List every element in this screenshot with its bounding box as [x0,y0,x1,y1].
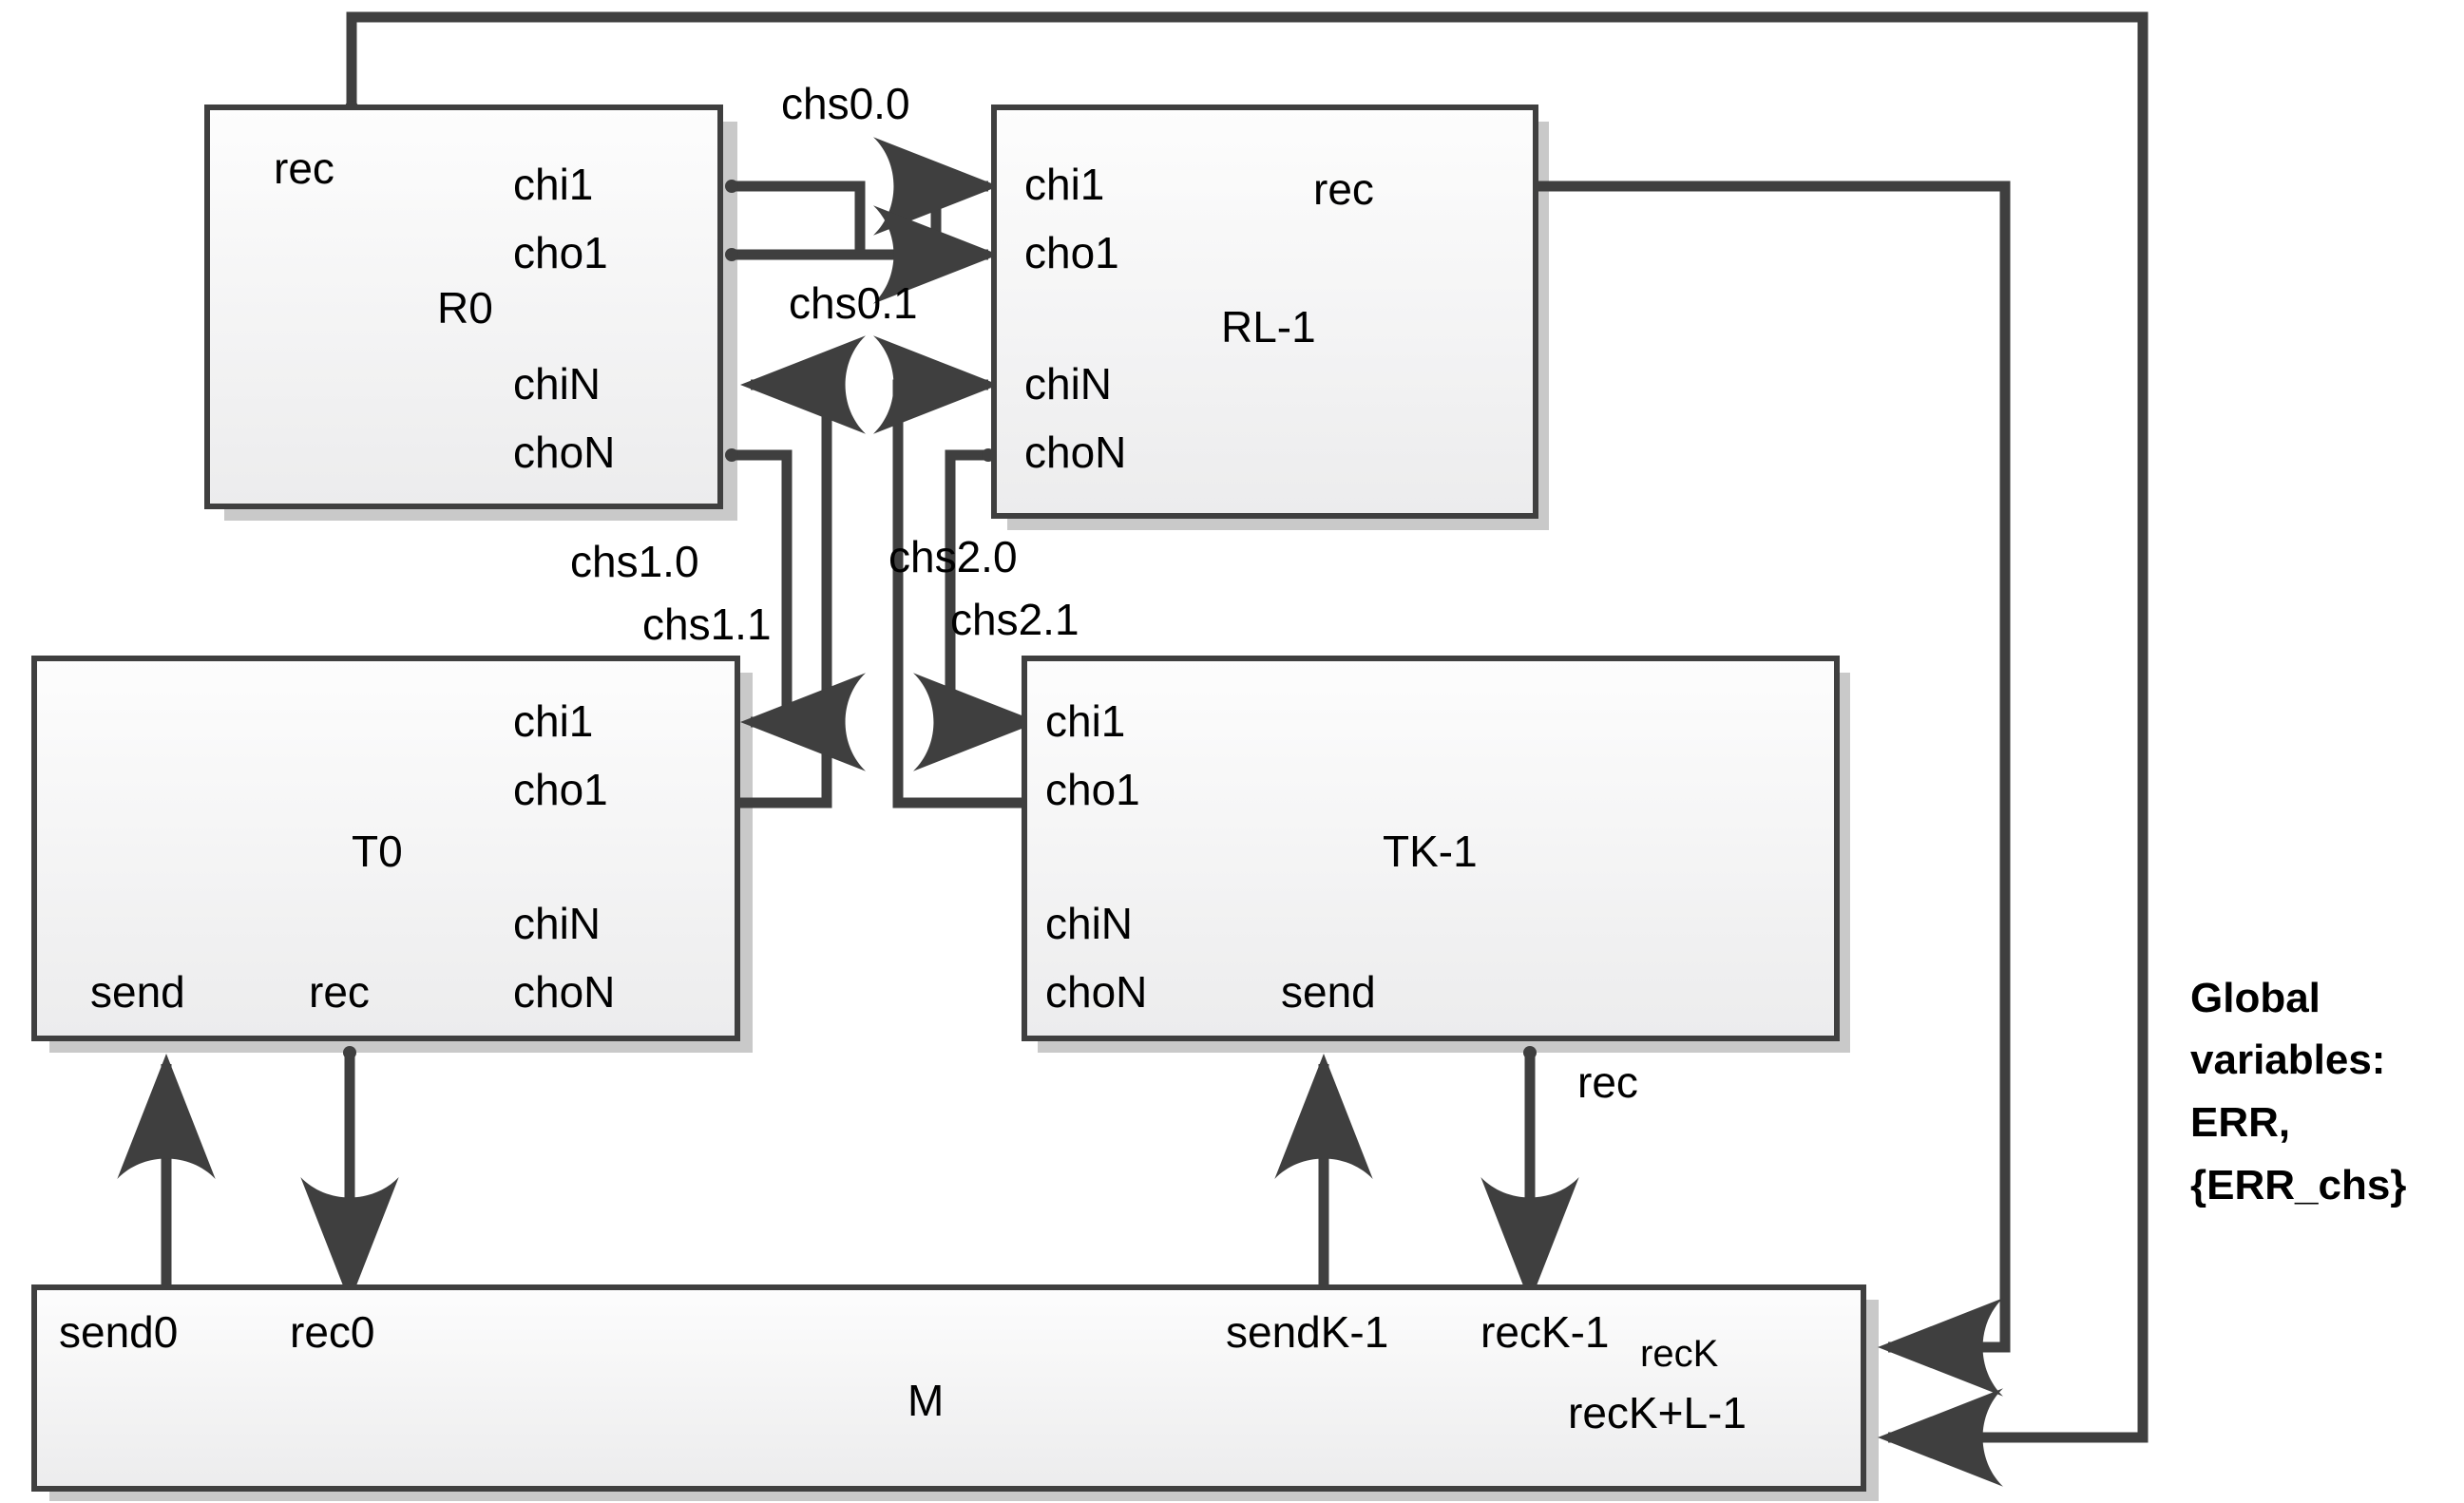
wire-chs1-0 [732,449,866,771]
t0-port-cho1: cho1 [513,765,608,814]
channel-labels: chs0.0 chs0.1 chs1.0 chs1.1 chs2.0 chs2.… [570,79,1638,1107]
wire-chs2-1 [913,449,1039,771]
wire-chs2-0 [873,335,1038,809]
r0-port-choN: choN [513,428,615,477]
t0-port-chiN: chiN [513,899,601,948]
label-chs1-1: chs1.1 [642,599,772,649]
globals-line-3: ERR, [2190,1099,2290,1146]
t0-port-chi1: chi1 [513,696,593,746]
globals-line-2: variables: [2190,1037,2385,1083]
t0-port-send: send [90,967,185,1017]
label-chs2-0: chs2.0 [888,532,1018,581]
boxes: rec chi1 cho1 R0 chiN choN chi1 cho1 rec… [31,105,1866,1492]
rl1-port-choN: choN [1024,428,1126,477]
box-m[interactable]: send0 rec0 M sendK-1 recK-1 recK recK+L-… [31,1284,1866,1492]
wire-chs0-0 [732,137,999,260]
r0-port-rec: rec [274,143,334,193]
rl1-name: RL-1 [1221,302,1316,352]
m-port-reckl1: recK+L-1 [1568,1388,1747,1437]
label-chs0-1: chs0.1 [789,278,918,328]
tk1-port-chi1: chi1 [1045,696,1125,746]
m-port-reck: recK [1640,1333,1719,1375]
label-chs0-0: chs0.0 [781,79,910,128]
r0-port-chiN: chiN [513,359,601,409]
t0-port-rec: rec [309,967,370,1017]
rl1-port-rec: rec [1313,164,1374,214]
m-port-send0: send0 [59,1307,178,1357]
box-tk1[interactable]: chi1 cho1 TK-1 chiN choN send [1022,656,1840,1041]
wire-r0-rec-to-m [346,11,2149,1487]
r0-name: R0 [437,283,493,333]
t0-port-choN: choN [513,967,615,1017]
box-t0[interactable]: chi1 cho1 T0 chiN choN send rec [31,656,740,1041]
m-port-sendk1: sendK-1 [1226,1307,1388,1357]
r0-port-cho1: cho1 [513,228,608,277]
r0-port-chi1: chi1 [513,160,593,209]
box-rl1[interactable]: chi1 cho1 rec RL-1 chiN choN [991,105,1538,519]
globals-line-1: Global [2190,975,2321,1021]
tk1-port-send: send [1281,967,1376,1017]
wires [117,11,2149,1487]
label-tk1-rec: rec [1577,1057,1638,1107]
tk1-name: TK-1 [1383,827,1478,876]
rl1-port-chi1: chi1 [1024,160,1104,209]
wire-chs1-1 [732,335,866,809]
m-port-rec0: rec0 [290,1307,374,1357]
globals-line-4: {ERR_chs} [2190,1162,2406,1208]
m-port-reck1: recK-1 [1480,1307,1609,1357]
tk1-port-choN: choN [1045,967,1147,1017]
box-r0[interactable]: rec chi1 cho1 R0 chiN choN [204,105,723,509]
m-name: M [907,1376,944,1425]
label-chs1-0: chs1.0 [570,537,699,586]
t0-name: T0 [352,827,403,876]
tk1-port-chiN: chiN [1045,899,1133,948]
wire-rl1-rec-to-m [1530,181,2011,1397]
rl1-port-chiN: chiN [1024,359,1112,409]
label-chs2-1: chs2.1 [950,595,1079,644]
tk1-port-cho1: cho1 [1045,765,1140,814]
globals-note: Global variables: ERR, {ERR_chs} [2190,975,2406,1208]
rl1-port-cho1: cho1 [1024,228,1119,277]
